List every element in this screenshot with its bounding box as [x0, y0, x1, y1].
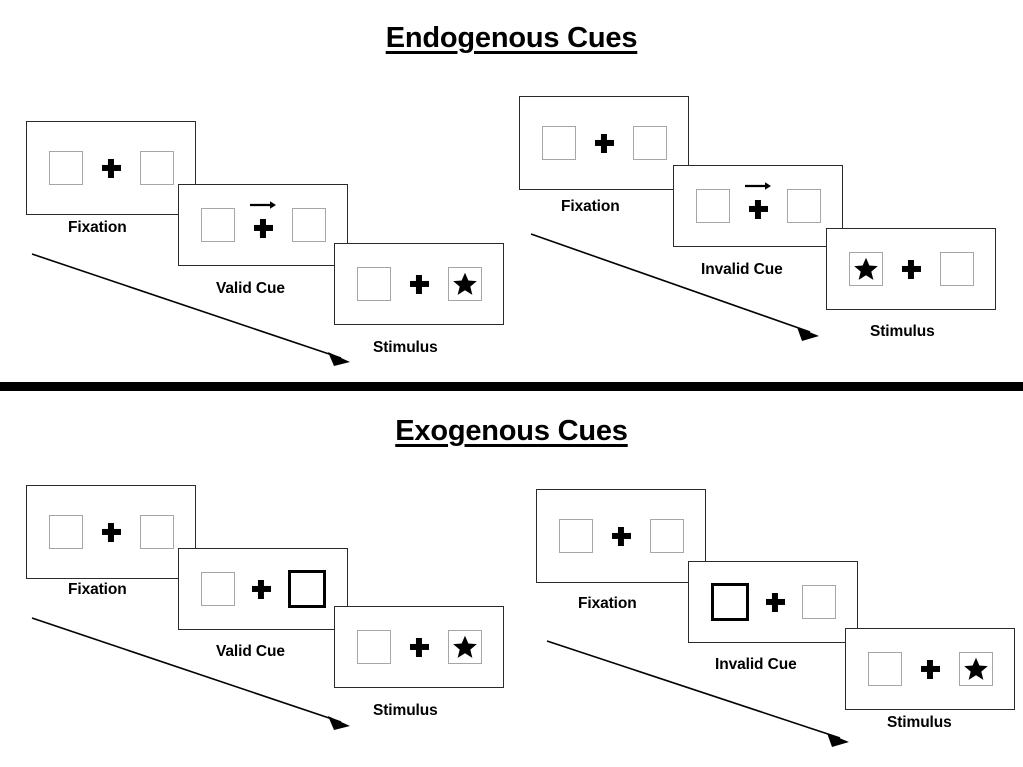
caption-endogenous-valid-cue: Valid Cue: [216, 280, 285, 297]
fixation-cross-icon: [612, 527, 631, 546]
time-arrow-endogenous-valid: [31, 253, 350, 366]
section-title-endogenous: Endogenous Cues: [385, 22, 638, 54]
frame-endogenous-invalid-stimulus: [826, 228, 996, 310]
target-box-right: [447, 630, 482, 664]
fixation-cross-icon: [745, 181, 771, 219]
caption-exogenous-invalid-stimulus: Stimulus: [887, 714, 952, 731]
target-box-right: [291, 208, 326, 242]
fixation-cross-icon: [921, 660, 940, 679]
target-box-left: [695, 189, 730, 223]
time-arrow-endogenous-invalid: [530, 233, 819, 341]
fixation-cross-icon: [410, 275, 429, 294]
target-box-left-cued: [710, 583, 749, 621]
target-box-right: [939, 252, 974, 286]
frame-exogenous-valid-cue: [178, 548, 348, 630]
target-box-right: [958, 652, 993, 686]
target-box-right: [139, 515, 174, 549]
target-box-left: [48, 515, 83, 549]
frame-endogenous-invalid-fixation: [519, 96, 689, 190]
target-box-left: [48, 151, 83, 185]
caption-endogenous-valid-fixation: Fixation: [68, 219, 127, 236]
caption-exogenous-valid-cue: Valid Cue: [216, 643, 285, 660]
frame-exogenous-invalid-cue: [688, 561, 858, 643]
frame-exogenous-invalid-stimulus: [845, 628, 1015, 710]
frame-exogenous-invalid-fixation: [536, 489, 706, 583]
frame-exogenous-valid-stimulus: [334, 606, 504, 688]
target-box-left: [356, 630, 391, 664]
frame-endogenous-invalid-cue: [673, 165, 843, 247]
star-stimulus-icon: [452, 635, 477, 658]
fixation-cross-icon: [410, 638, 429, 657]
section-divider: [0, 382, 1023, 391]
section-title-exogenous: Exogenous Cues: [395, 415, 628, 447]
target-box-right: [632, 126, 667, 160]
fixation-cross-icon: [902, 260, 921, 279]
target-box-right: [801, 585, 836, 619]
target-box-right: [139, 151, 174, 185]
target-box-left: [200, 208, 235, 242]
caption-endogenous-invalid-fixation: Fixation: [561, 198, 620, 215]
fixation-cross-icon: [250, 200, 276, 238]
caption-exogenous-invalid-fixation: Fixation: [578, 595, 637, 612]
time-arrow-exogenous-valid: [31, 617, 350, 730]
frame-exogenous-valid-fixation: [26, 485, 196, 579]
target-box-right: [447, 267, 482, 301]
fixation-cross-icon: [766, 593, 785, 612]
star-stimulus-icon: [452, 272, 477, 295]
target-box-left: [200, 572, 235, 606]
star-stimulus-icon: [853, 257, 878, 280]
time-arrow-exogenous-invalid: [546, 640, 849, 747]
target-box-left: [541, 126, 576, 160]
target-box-right: [786, 189, 821, 223]
frame-endogenous-valid-cue: [178, 184, 348, 266]
target-box-right: [649, 519, 684, 553]
star-stimulus-icon: [963, 657, 988, 680]
caption-exogenous-invalid-cue: Invalid Cue: [715, 656, 797, 673]
caption-endogenous-valid-stimulus: Stimulus: [373, 339, 438, 356]
target-box-left: [558, 519, 593, 553]
fixation-cross-icon: [102, 159, 121, 178]
frame-endogenous-valid-fixation: [26, 121, 196, 215]
fixation-cross-icon: [252, 580, 271, 599]
cue-arrow-right-icon: [250, 200, 276, 209]
target-box-left: [356, 267, 391, 301]
caption-endogenous-invalid-cue: Invalid Cue: [701, 261, 783, 278]
target-box-left: [848, 252, 883, 286]
caption-exogenous-valid-stimulus: Stimulus: [373, 702, 438, 719]
fixation-cross-icon: [102, 523, 121, 542]
caption-exogenous-valid-fixation: Fixation: [68, 581, 127, 598]
frame-endogenous-valid-stimulus: [334, 243, 504, 325]
caption-endogenous-invalid-stimulus: Stimulus: [870, 323, 935, 340]
target-box-left: [867, 652, 902, 686]
cue-arrow-right-icon: [745, 181, 771, 190]
fixation-cross-icon: [595, 134, 614, 153]
target-box-right-cued: [287, 570, 326, 608]
